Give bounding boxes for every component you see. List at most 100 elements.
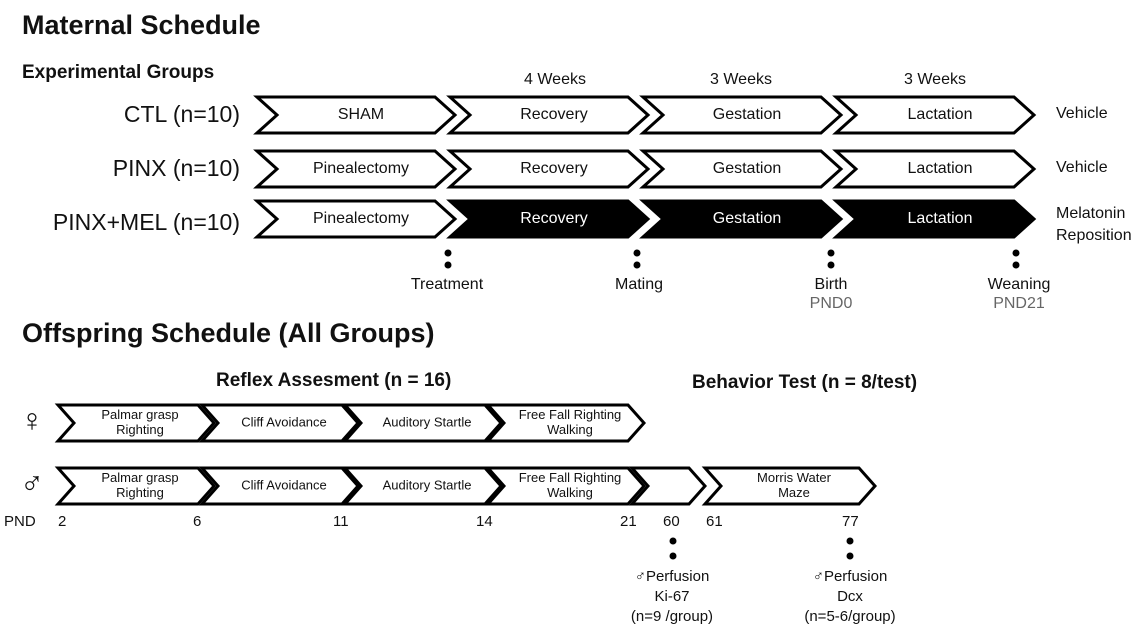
maternal-stage-3-4: Lactation (908, 210, 973, 227)
female-symbol: ♀ (20, 402, 44, 438)
group-label-pinx: PINX (n=10) (112, 155, 240, 181)
maternal-stage-1-3: Gestation (713, 106, 781, 123)
maternal-chevron-2-1 (253, 149, 458, 189)
pnd-tick-14: 14 (476, 513, 493, 530)
perfusion-ki67-dot-1 (669, 537, 677, 545)
maternal-event-3-dot-2 (827, 261, 835, 269)
male-symbol: ♂ (20, 465, 44, 501)
maternal-event-3-dot-1 (827, 249, 835, 257)
maternal-stage-2-2: Recovery (520, 160, 588, 177)
maternal-stage-3-1: Pinealectomy (313, 210, 409, 227)
maternal-chevron-2-2 (446, 149, 651, 189)
maternal-event-1-dot-2 (444, 261, 452, 269)
maternal-chevron-3-3 (639, 199, 844, 239)
perfusion-dcx-line3: (n=5-6/group) (804, 608, 896, 625)
perfusion-dcx-line2: Dcx (837, 588, 863, 605)
duration-label-1: 4 Weeks (524, 71, 586, 88)
outcome-pinx-mel: Melatonin Reposition (1056, 203, 1132, 247)
group-label-pinx-mel: PINX+MEL (n=10) (52, 209, 240, 235)
maternal-chevron-3-2 (446, 199, 651, 239)
perfusion-dcx-dot-1 (846, 537, 854, 545)
female-stage-3: Auditory Startle (383, 414, 472, 429)
pnd-tick-6: 6 (193, 513, 202, 530)
female-stage-2: Cliff Avoidance (241, 414, 327, 429)
pnd-tick-77: 77 (842, 513, 859, 530)
event-birth-label: Birth (814, 276, 848, 293)
reflex-heading: Reflex Assesment (n = 16) (216, 370, 452, 391)
male-chevron-1 (54, 466, 217, 506)
event-weaning: Weaning PND21 (949, 275, 1089, 313)
male-chevron-4 (484, 466, 647, 506)
maternal-chevron-1-3 (639, 95, 844, 135)
maternal-stage-3-3: Gestation (713, 210, 781, 227)
maternal-stage-2-3: Gestation (713, 160, 781, 177)
duration-label-3: 3 Weeks (904, 71, 966, 88)
female-chevron-2 (198, 403, 361, 443)
event-birth-pnd: PND0 (809, 295, 853, 312)
maternal-event-2-dot-1 (633, 249, 641, 257)
pnd-tick-21: 21 (620, 513, 637, 530)
perfusion-dcx-dot-2 (846, 552, 854, 560)
group-label-ctl: CTL (n=10) (123, 101, 240, 127)
offspring-title: Offspring Schedule (All Groups) (22, 318, 435, 348)
outcome-ctl: Vehicle (1056, 105, 1108, 122)
pnd-tick-61: 61 (706, 513, 723, 530)
maternal-event-4-dot-1 (1012, 249, 1020, 257)
maternal-stage-1-1: SHAM (338, 106, 384, 123)
maternal-stage-1-2: Recovery (520, 106, 588, 123)
pnd-tick-11: 11 (333, 513, 349, 530)
perfusion-ki67-dot-2 (669, 552, 677, 560)
pnd-tick-60: 60 (663, 513, 680, 530)
event-treatment: Treatment (377, 275, 517, 294)
event-weaning-label: Weaning (987, 276, 1051, 293)
female-chevron-4 (484, 403, 647, 443)
male-stage-2: Cliff Avoidance (241, 477, 327, 492)
pnd-axis-label: PND (4, 513, 36, 530)
maternal-chevron-2-3 (639, 149, 844, 189)
event-treatment-label: Treatment (410, 276, 484, 293)
male-stage-3: Auditory Startle (383, 477, 472, 492)
maternal-title: Maternal Schedule (22, 10, 261, 40)
maternal-stage-3-2: Recovery (520, 210, 588, 227)
maternal-event-2-dot-2 (633, 261, 641, 269)
male-chevron-2 (198, 466, 361, 506)
perfusion-dcx-line1: ♂Perfusion (812, 568, 888, 585)
maternal-stage-2-4: Lactation (908, 160, 973, 177)
maternal-stage-2-1: Pinealectomy (313, 160, 409, 177)
male-chevron-6 (701, 466, 878, 506)
maternal-chevron-1-1 (253, 95, 458, 135)
duration-label-2: 3 Weeks (710, 71, 772, 88)
outcome-pinx-mel-line1: Melatonin (1056, 205, 1126, 222)
maternal-chevron-2-4 (832, 149, 1037, 189)
perfusion-dcx: ♂Perfusion Dcx (n=5-6/group) (780, 567, 920, 627)
experimental-groups-heading: Experimental Groups (22, 62, 215, 83)
event-birth: Birth PND0 (761, 275, 901, 313)
maternal-chevron-1-4 (832, 95, 1037, 135)
outcome-pinx: Vehicle (1056, 159, 1108, 176)
maternal-chevron-3-4 (832, 199, 1037, 239)
maternal-stage-1-4: Lactation (908, 106, 973, 123)
event-weaning-pnd: PND21 (993, 295, 1045, 312)
perfusion-ki67-line1: ♂Perfusion (634, 568, 710, 585)
behavior-heading: Behavior Test (n = 8/test) (692, 372, 918, 393)
perfusion-ki67: ♂Perfusion Ki-67 (n=9 /group) (602, 567, 742, 627)
maternal-chevron-1-2 (446, 95, 651, 135)
maternal-event-4-dot-2 (1012, 261, 1020, 269)
perfusion-ki67-line3: (n=9 /group) (630, 608, 714, 625)
male-chevron-5 (628, 466, 708, 506)
perfusion-ki67-line2: Ki-67 (654, 588, 690, 605)
event-mating-label: Mating (614, 276, 664, 293)
male-chevron-3 (341, 466, 504, 506)
female-chevron-1 (54, 403, 217, 443)
outcome-pinx-mel-line2: Reposition (1056, 227, 1132, 244)
female-chevron-3 (341, 403, 504, 443)
event-mating: Mating (569, 275, 709, 294)
maternal-chevron-3-1 (253, 199, 458, 239)
maternal-event-1-dot-1 (444, 249, 452, 257)
